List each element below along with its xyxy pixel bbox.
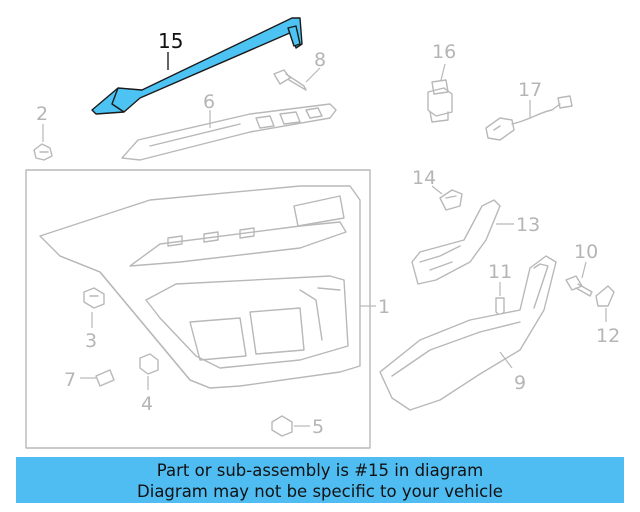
callout-3[interactable]: 3 — [85, 330, 97, 352]
part-6-upper-trim[interactable] — [121, 103, 337, 161]
part-1-frame — [25, 169, 371, 449]
callout-4[interactable]: 4 — [141, 393, 153, 415]
callout-6[interactable]: 6 — [203, 91, 215, 113]
info-banner: Part or sub-assembly is #15 in diagram D… — [16, 457, 624, 503]
banner-line-2: Diagram may not be specific to your vehi… — [137, 482, 503, 501]
part-3-grommet[interactable] — [83, 287, 105, 309]
part-5-nut[interactable] — [271, 415, 293, 437]
part-1-door-panel[interactable] — [39, 185, 361, 389]
callout-14[interactable]: 14 — [412, 167, 436, 189]
part-7-fastener[interactable] — [95, 369, 115, 387]
part-9-armrest[interactable] — [379, 255, 557, 411]
part-2-clip[interactable] — [33, 143, 53, 161]
leader-16 — [440, 63, 446, 81]
part-16-switch[interactable] — [427, 79, 453, 123]
callout-7[interactable]: 7 — [64, 369, 76, 391]
part-14-cap[interactable] — [439, 189, 463, 211]
callout-16[interactable]: 16 — [432, 41, 456, 63]
callout-13[interactable]: 13 — [516, 214, 540, 236]
callout-12[interactable]: 12 — [596, 325, 620, 347]
leader-8 — [305, 67, 321, 83]
parts-diagram: 15 8 2 6 16 17 14 — [25, 17, 620, 449]
callout-9[interactable]: 9 — [514, 372, 526, 394]
banner-line-1: Part or sub-assembly is #15 in diagram — [156, 461, 484, 480]
leader-14 — [431, 185, 443, 195]
callout-15[interactable]: 15 — [158, 29, 183, 53]
callout-1[interactable]: 1 — [378, 296, 390, 318]
callout-11[interactable]: 11 — [488, 261, 512, 283]
part-8-bolt[interactable] — [273, 69, 307, 91]
callout-8[interactable]: 8 — [314, 49, 326, 71]
part-4-clip[interactable] — [139, 353, 159, 375]
callout-10[interactable]: 10 — [574, 241, 598, 263]
callout-2[interactable]: 2 — [36, 103, 48, 125]
part-13-bracket[interactable] — [411, 199, 501, 285]
callout-17[interactable]: 17 — [518, 79, 542, 101]
callout-5[interactable]: 5 — [312, 416, 324, 438]
leader-10 — [581, 261, 587, 279]
part-17-lamp[interactable] — [485, 95, 573, 141]
part-10-bolt[interactable] — [565, 275, 593, 297]
leader-9 — [499, 351, 513, 369]
part-12-clip[interactable] — [595, 285, 615, 307]
part-15-highlighted[interactable] — [91, 17, 303, 115]
